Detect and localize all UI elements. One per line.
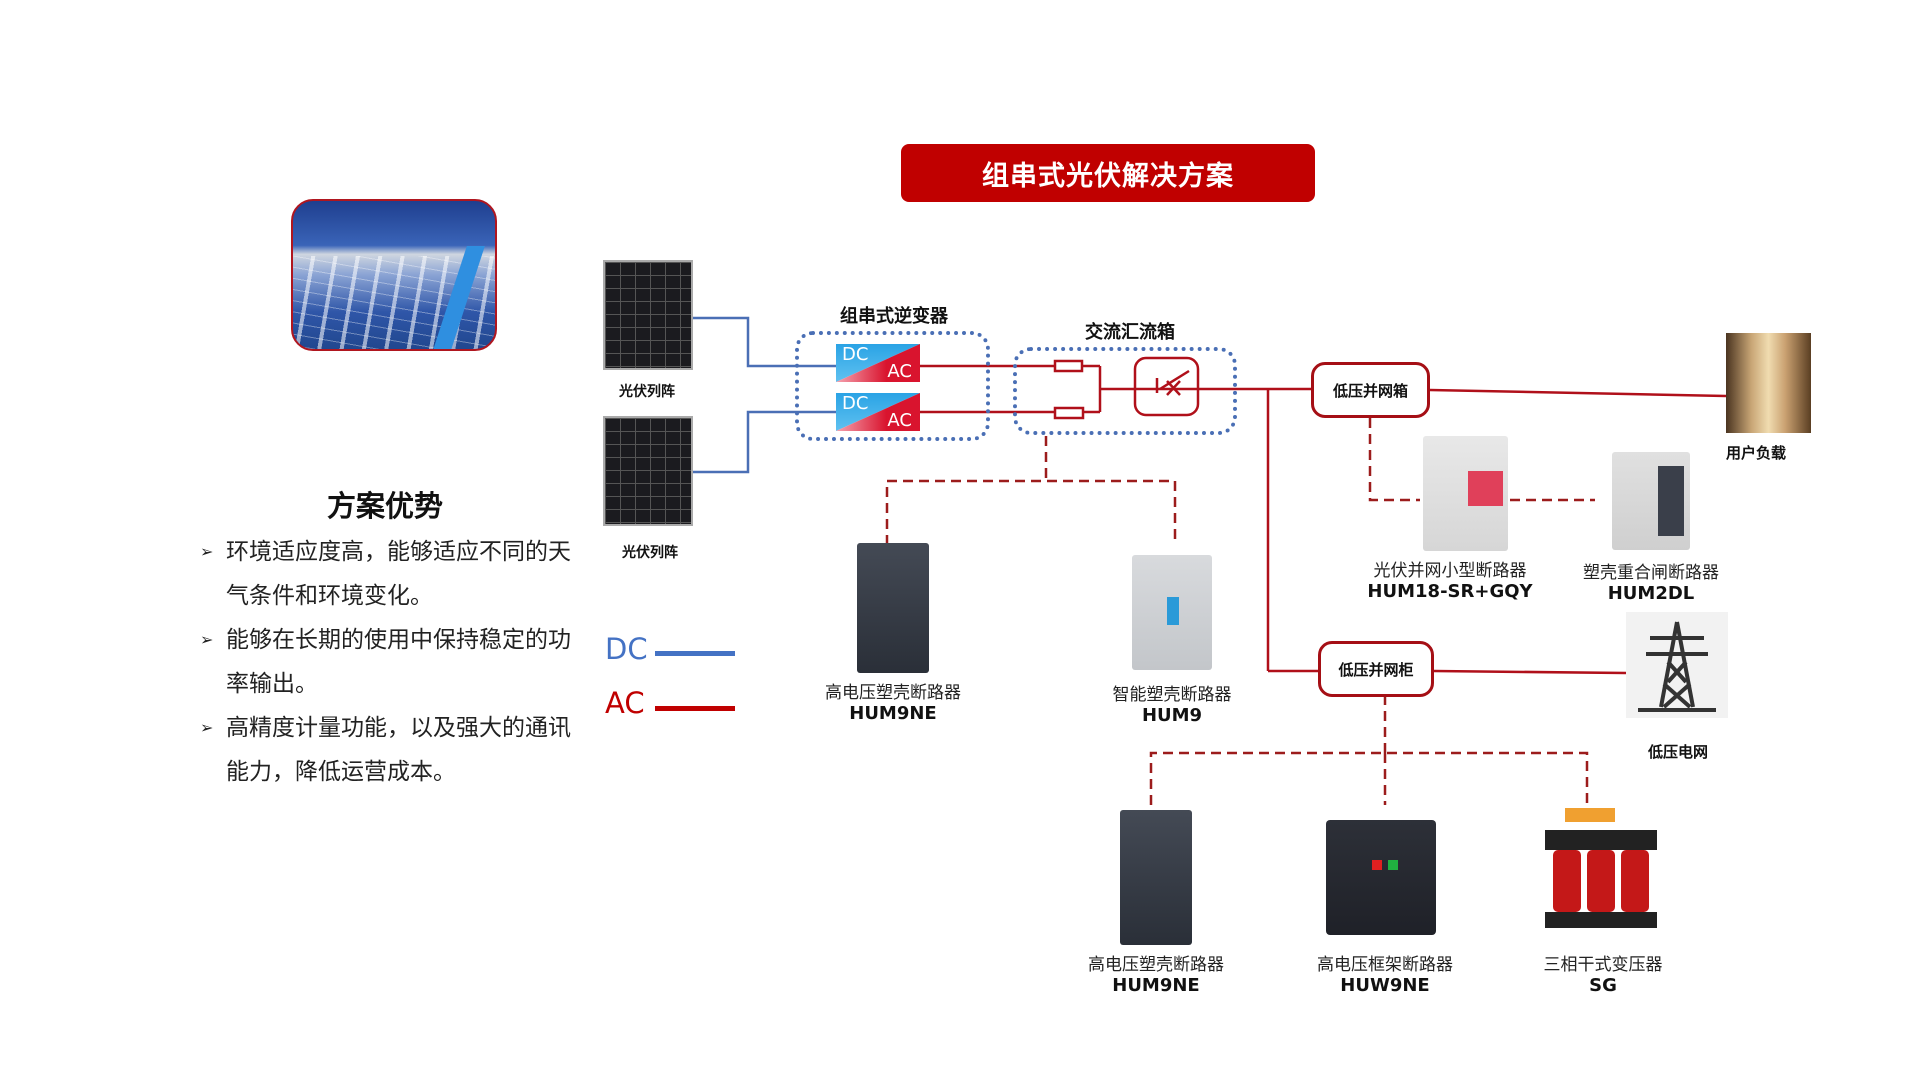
rooftop-solar-photo [291,199,497,351]
dc-ac-converter-icon: DC AC [836,393,920,431]
page-title: 组串式光伏解决方案 [982,160,1234,192]
pv-array-label: 光伏列阵 [622,545,678,561]
breaker-image-hum2dl [1612,452,1690,550]
product-name: 塑壳重合闸断路器 [1583,563,1719,583]
dc-wires [693,316,836,474]
inverter-group [795,331,990,441]
lv-grid-label: 低压电网 [1648,743,1709,761]
fuse-icon [1053,406,1085,420]
inverter-title: 组串式逆变器 [840,306,948,327]
breaker-image-huw9ne [1326,820,1436,935]
lv-grid-box: 低压并网箱 [1311,362,1430,418]
legend-ac-line [655,706,735,711]
user-load-label: 用户负载 [1726,444,1787,462]
pv-panel-image [603,260,693,370]
combiner-group [1013,347,1237,435]
breaker-image-hum18 [1423,436,1508,551]
advantage-item: ➢高精度计量功能，以及强大的通讯能力，降低运营成本。 [200,706,580,794]
product-model: HUM2DL [1607,583,1695,604]
transmission-tower-icon [1638,621,1716,712]
product-name: 高电压框架断路器 [1317,955,1453,975]
breaker-switch-icon [1133,356,1200,417]
dashed-connections [885,418,1595,805]
arrow-bullet-icon: ➢ [200,542,214,561]
product-model: HUM9NE [1112,975,1200,996]
product-name: 三相干式变压器 [1543,955,1663,975]
title-banner: 组串式光伏解决方案 [901,144,1315,202]
transformer-image-sg [1545,808,1657,938]
product-name: 智能塑壳断路器 [1112,685,1232,705]
breaker-image-hum9ne [857,543,929,673]
product-model: HUM9NE [849,703,937,724]
arrow-bullet-icon: ➢ [200,630,214,649]
legend-dc-label: DC [605,632,648,666]
legend-dc-line [655,651,735,656]
product-model: HUW9NE [1340,975,1430,996]
advantages-list: ➢环境适应度高，能够适应不同的天气条件和环境变化。 ➢能够在长期的使用中保持稳定… [200,530,580,794]
product-name: 高电压塑壳断路器 [1088,955,1224,975]
product-model: SG [1589,975,1617,996]
advantages-heading: 方案优势 [327,489,444,523]
combiner-title: 交流汇流箱 [1085,322,1175,343]
pv-panel-image [603,416,693,526]
breaker-image-hum9 [1132,555,1212,670]
fuse-icon [1053,359,1084,373]
product-name: 高电压塑壳断路器 [825,683,961,703]
user-load-image [1726,333,1811,433]
product-model: HUM18-SR+GQY [1367,581,1533,602]
advantage-item: ➢环境适应度高，能够适应不同的天气条件和环境变化。 [200,530,580,618]
product-name: 光伏并网小型断路器 [1373,561,1527,581]
pv-array-label: 光伏列阵 [619,384,675,400]
legend-ac-label: AC [605,686,645,720]
product-model: HUM9 [1141,705,1203,726]
arrow-bullet-icon: ➢ [200,718,214,737]
breaker-image-hum9ne [1120,810,1192,945]
power-tower-image [1626,612,1728,718]
dc-ac-converter-icon: DC AC [836,344,920,382]
lv-grid-cabinet: 低压并网柜 [1318,641,1434,697]
advantage-item: ➢能够在长期的使用中保持稳定的功率输出。 [200,618,580,706]
